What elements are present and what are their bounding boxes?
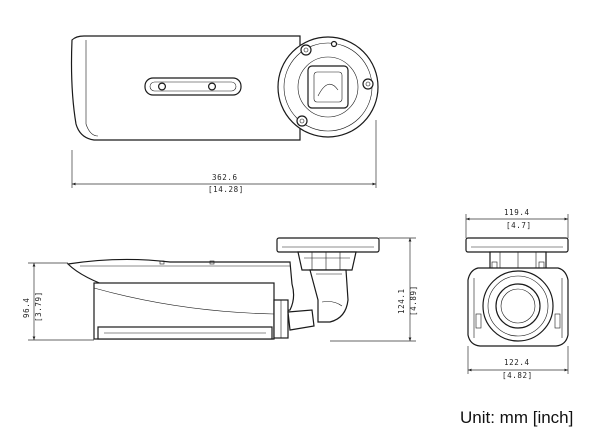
side-total-height-mm: 124.1	[397, 288, 406, 314]
front-view	[465, 237, 569, 347]
front-top-width-in: [4.7]	[506, 221, 532, 230]
top-view	[70, 35, 379, 141]
side-body-height-dimension: 96.4 [3.79]	[22, 262, 94, 341]
top-length-dimension: 362.6 [14.28]	[71, 120, 377, 194]
screw-bottom	[296, 115, 308, 127]
side-body-height-in: [3.79]	[34, 291, 43, 322]
front-bottom-width-dimension: 122.4 [4.82]	[467, 346, 569, 380]
top-length-in: [14.28]	[208, 185, 244, 194]
screw-right	[362, 78, 374, 90]
screw-top	[300, 44, 312, 56]
front-view-lens-inner	[495, 283, 541, 329]
front-bottom-width-mm: 122.4	[504, 358, 530, 367]
top-length-mm: 362.6	[212, 173, 238, 182]
front-top-width-dimension: 119.4 [4.7]	[465, 208, 569, 238]
front-bottom-width-in: [4.82]	[502, 371, 533, 380]
front-view-mount-plate	[465, 237, 569, 253]
side-total-height-dimension: 124.1 [4.89]	[330, 237, 418, 342]
side-total-height-in: [4.89]	[409, 285, 418, 316]
units-label: Unit: mm [inch]	[460, 408, 574, 427]
side-body-height-mm: 96.4	[22, 298, 31, 318]
front-top-width-mm: 119.4	[504, 208, 530, 217]
side-view	[66, 237, 380, 340]
side-view-mount-plate	[276, 237, 380, 253]
